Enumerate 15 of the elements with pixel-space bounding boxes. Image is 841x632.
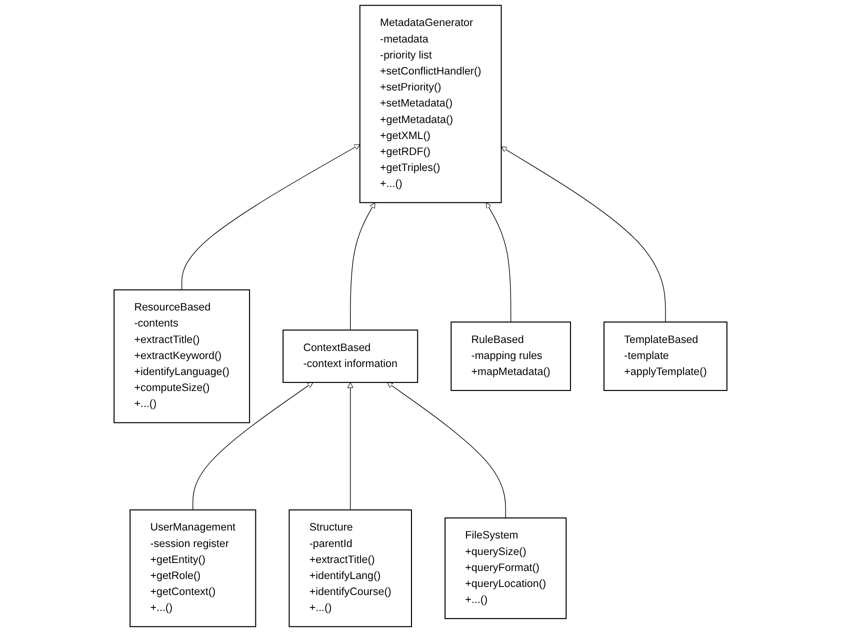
node-box: ResourceBased -contents +extractTitle() +extractKeyword() +identifyLanguage() +computeSize() +...() (114, 289, 250, 424)
arrow (486, 202, 512, 322)
arrow (350, 202, 376, 330)
arrow (181, 144, 360, 290)
node-box: RuleBased -mapping rules +mapMetadata() (450, 322, 571, 391)
node-box: FileSystem +querySize() +queryFormat() +queryLocation() +...() (444, 517, 567, 620)
node-box: UserManagement -session register +getEntity() +getRole() +getContext() +...() (130, 509, 256, 628)
arrow (387, 382, 506, 518)
arrow (501, 146, 666, 322)
node-box: TemplateBased -template +applyTemplate() (604, 322, 728, 391)
arrow (192, 382, 314, 510)
node-box: Structure -parentId +extractTitle() +identifyLang() +identifyCourse() +...() (288, 509, 412, 628)
arrow (347, 382, 354, 510)
node-box: MetadataGenerator -metadata -priority list +setConflictHandler() +setPriority() +setMetadata() +getMetadata() +getXML() +getRDF() +getTriples() +...() (359, 4, 502, 204)
node-box: ContextBased -context information (282, 330, 418, 383)
